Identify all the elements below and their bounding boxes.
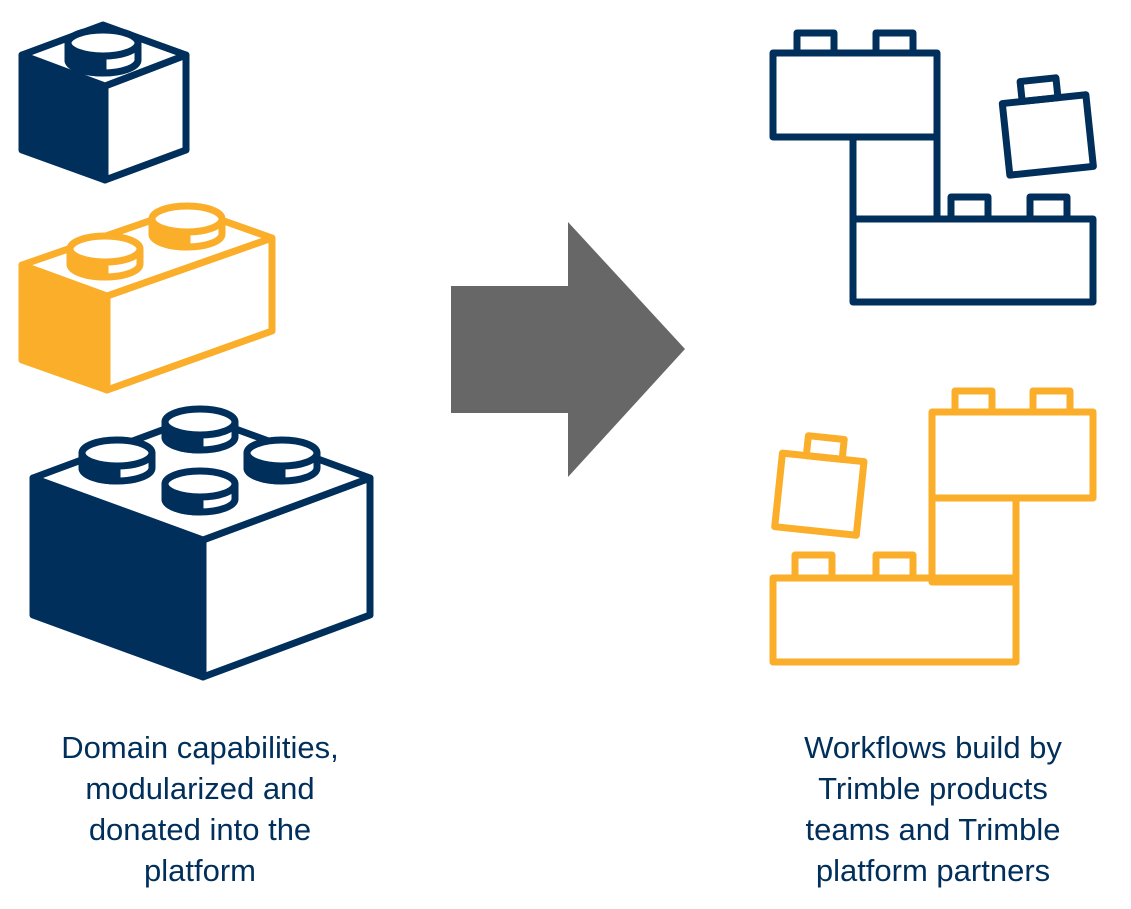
caption-right: Workflows build by Trimble products team… bbox=[753, 727, 1113, 891]
caption-right-line: Workflows build by bbox=[804, 730, 1062, 765]
caption-left-line: platform bbox=[144, 853, 256, 888]
caption-left-line: Domain capabilities, bbox=[61, 730, 339, 765]
caption-left-line: donated into the bbox=[88, 812, 312, 847]
brick-2x2-navy-icon bbox=[29, 405, 374, 681]
caption-right-line: platform partners bbox=[815, 853, 1051, 888]
caption-left: Domain capabilities, modularized and don… bbox=[20, 727, 380, 891]
brick-2x1-yellow-icon bbox=[18, 202, 276, 394]
brick-1x1-navy-icon bbox=[18, 21, 190, 184]
caption-right-line: teams and Trimble bbox=[805, 812, 1061, 847]
arrow-right-icon bbox=[451, 222, 685, 477]
yellow-brick-structure-icon bbox=[769, 387, 1097, 666]
caption-left-line: modularized and bbox=[85, 771, 315, 806]
caption-right-line: Trimble products bbox=[818, 771, 1048, 806]
navy-brick-structure-icon bbox=[769, 29, 1097, 306]
